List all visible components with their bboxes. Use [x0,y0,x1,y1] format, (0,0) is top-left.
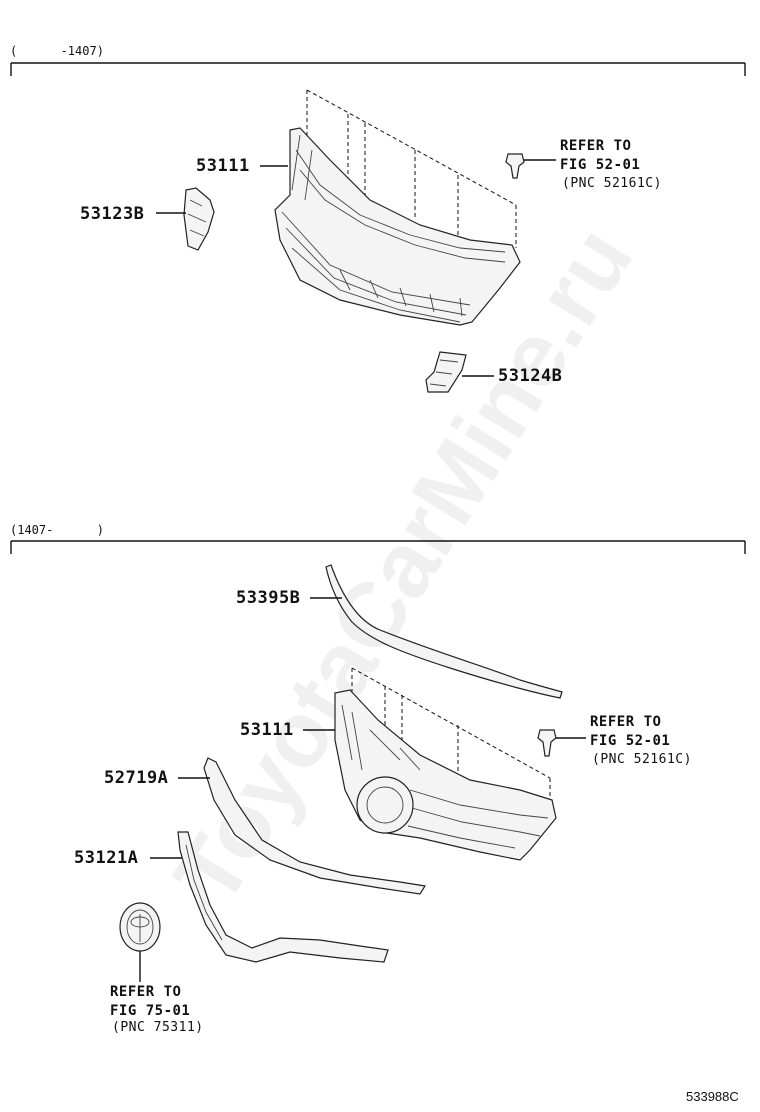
diagram-code: 533988C [686,1089,739,1104]
reference-lower-line2: FIG 52-01 [590,733,671,749]
reference-emblem-pnc: (PNC 75311) [112,1020,204,1035]
part-number-53121A[interactable]: 53121A [74,848,139,868]
bracket-53124B-drawing [425,351,467,393]
reference-emblem-line2: FIG 75-01 [110,1003,191,1019]
reference-emblem[interactable]: REFER TO FIG 75-01 [110,983,190,1021]
clip-upper-drawing [505,153,556,179]
clip-lower-drawing [537,729,586,757]
molding-53121A-drawing [177,831,389,963]
section-1-bracket [10,62,746,76]
reference-upper-line2: FIG 52-01 [560,157,641,173]
part-number-53395B[interactable]: 53395B [236,588,301,608]
reference-emblem-line1: REFER TO [110,984,182,1000]
grille-53111-upper-drawing [274,89,521,326]
garnish-52719A-drawing [203,757,426,895]
reference-upper[interactable]: REFER TO FIG 52-01 [560,137,640,175]
part-number-52719A[interactable]: 52719A [104,768,169,788]
reference-lower[interactable]: REFER TO FIG 52-01 [590,713,670,751]
section-1-range-label: ( -1407) [10,44,104,58]
reference-upper-pnc: (PNC 52161C) [562,176,662,191]
bracket-53123B-drawing [183,187,215,251]
reference-lower-pnc: (PNC 52161C) [592,752,692,767]
section-2-bracket [10,540,746,554]
section-2-range-label: (1407- ) [10,523,104,537]
part-number-53124B[interactable]: 53124B [498,366,563,386]
molding-53395B-drawing [325,564,563,699]
grille-53111-lower-drawing [334,667,557,861]
reference-lower-line1: REFER TO [590,714,662,730]
emblem-drawing [119,902,161,982]
part-number-53111-lower[interactable]: 53111 [240,720,294,740]
part-number-53123B[interactable]: 53123B [80,204,145,224]
reference-upper-line1: REFER TO [560,138,632,154]
part-number-53111-upper[interactable]: 53111 [196,156,250,176]
